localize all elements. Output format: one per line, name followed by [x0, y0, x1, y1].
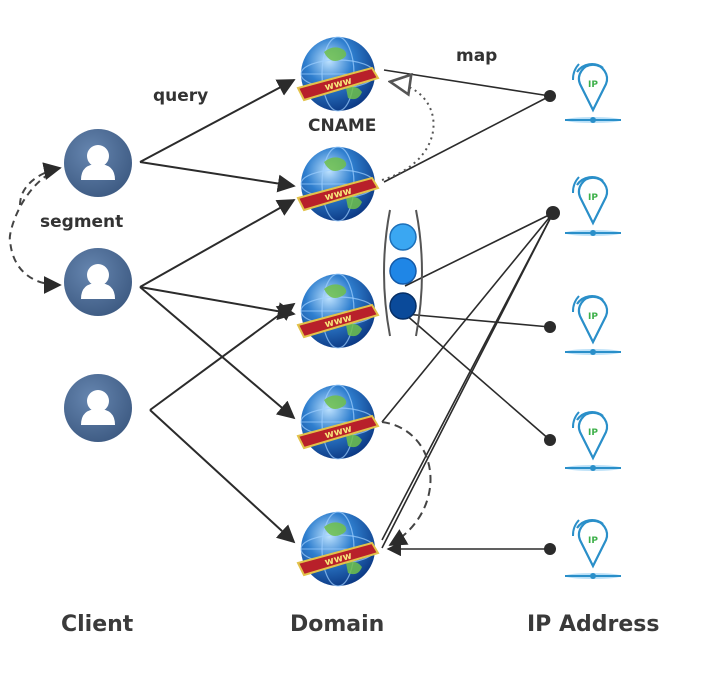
ip-1-location-pin-icon[interactable] — [563, 62, 623, 125]
ip-endpoint-dots — [544, 90, 560, 555]
stack-record-1 — [389, 223, 417, 251]
domain4-domain5-dashed-curve — [381, 421, 432, 546]
map-domain1-ip1 — [383, 69, 551, 97]
query-label: query — [153, 86, 209, 106]
domain-1-www-globe-icon[interactable] — [297, 36, 379, 112]
cname-dotted-curve — [381, 82, 435, 181]
client-2-user-icon[interactable] — [64, 248, 132, 316]
ip-5-location-pin-icon[interactable] — [563, 518, 623, 581]
segment-dashed-curve-top — [19, 162, 62, 206]
client-3-user-icon[interactable] — [64, 374, 132, 442]
dot-icon — [544, 90, 556, 102]
edge-client1-domain2 — [139, 161, 296, 193]
edge-client2-domain3 — [139, 286, 296, 321]
ip-2-location-pin-icon[interactable] — [563, 175, 623, 238]
map-stack-ip4 — [404, 313, 551, 441]
client-1-user-icon[interactable] — [64, 129, 132, 197]
ip-column-label: IP Address — [527, 612, 660, 637]
domain-3-www-globe-icon[interactable] — [297, 273, 379, 349]
record-stack — [383, 209, 423, 337]
map-label: map — [456, 46, 498, 66]
map-domain2-ip1 — [383, 95, 551, 183]
dot-icon — [546, 206, 560, 220]
ip-4-location-pin-icon[interactable] — [563, 410, 623, 473]
map-domain4-ip2 — [381, 212, 554, 423]
cname-label: CNAME — [308, 116, 377, 136]
dot-icon — [544, 321, 556, 333]
edge-client2-domain2 — [139, 199, 296, 288]
domain-column-label: Domain — [290, 612, 385, 637]
dot-icon — [544, 434, 556, 446]
edge-client3-domain5 — [149, 409, 296, 544]
map-stack-ip2 — [404, 212, 554, 287]
ip-3-location-pin-icon[interactable] — [563, 294, 623, 357]
domain-5-www-globe-icon[interactable] — [297, 511, 379, 587]
stack-record-2 — [389, 257, 417, 285]
edge-client2-domain4 — [139, 286, 296, 420]
stack-record-3 — [389, 292, 417, 320]
stack-right-bracket — [415, 209, 423, 337]
edge-client1-domain1 — [139, 79, 296, 163]
map-stack-ip3 — [404, 313, 551, 328]
query-edges — [139, 79, 296, 544]
domain-4-www-globe-icon[interactable] — [297, 384, 379, 460]
segment-label: segment — [40, 212, 124, 232]
map-domain5-ip2b — [381, 212, 554, 549]
dot-icon — [544, 543, 556, 555]
edge-client3-domain3 — [149, 302, 296, 411]
client-column-label: Client — [61, 612, 134, 637]
domain-2-www-globe-icon[interactable] — [297, 146, 379, 222]
map-edges — [381, 69, 554, 557]
stack-left-bracket — [383, 209, 391, 337]
